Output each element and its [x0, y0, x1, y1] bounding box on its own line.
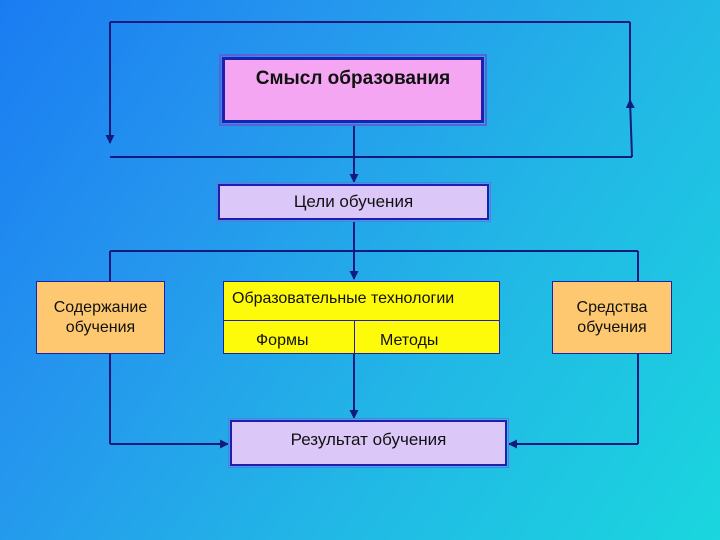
tech-horizontal-divider — [224, 320, 499, 321]
learning-result-label: Результат обучения — [290, 430, 447, 449]
learning-goals-box: Цели обучения — [216, 182, 491, 222]
tech-vertical-divider — [354, 320, 355, 354]
learning-means-box: Средства обучения — [552, 281, 672, 354]
learning-result-box: Результат обучения — [228, 418, 509, 468]
meaning-of-education-label: Смысл образования — [255, 68, 451, 89]
forms-label: Формы — [256, 332, 309, 349]
learning-content-label: Содержание обучения — [53, 298, 148, 336]
meaning-of-education-box: Смысл образования — [219, 54, 487, 126]
learning-means-label: Средства обучения — [576, 298, 648, 336]
educational-technologies-label: Образовательные технологии — [232, 290, 455, 307]
learning-content-box: Содержание обучения — [36, 281, 165, 354]
educational-technologies-box: Образовательные технологии Формы Методы — [223, 281, 500, 354]
learning-goals-label: Цели обучения — [293, 192, 414, 212]
loop-right-line — [625, 99, 635, 158]
methods-label: Методы — [380, 332, 439, 349]
